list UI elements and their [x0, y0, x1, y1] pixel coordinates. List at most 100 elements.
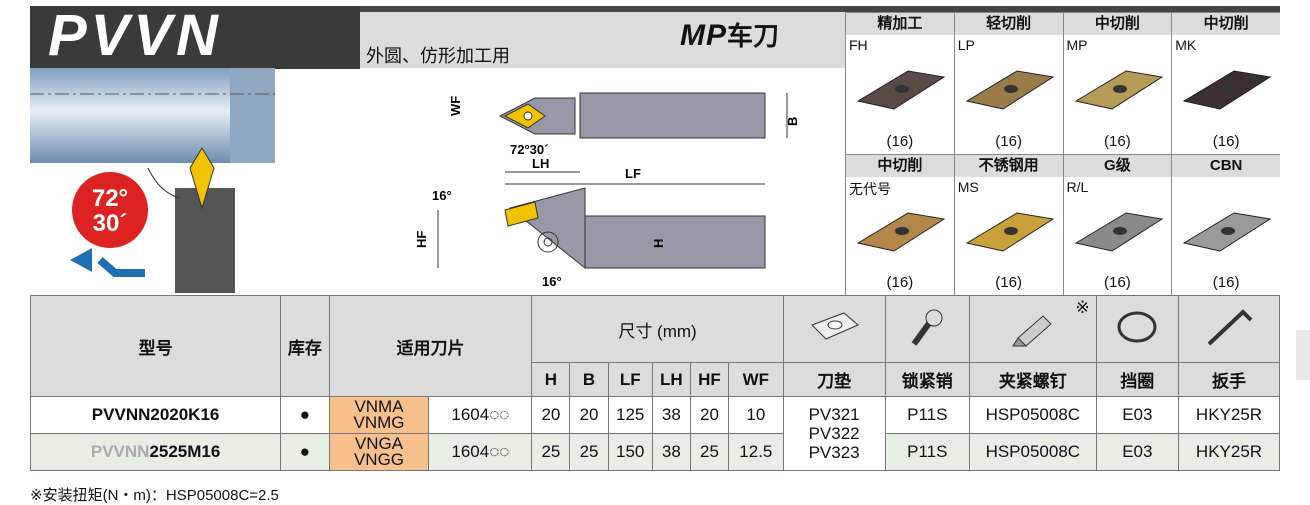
- wrench-icon: [1178, 295, 1280, 363]
- lf-cell: 150: [607, 433, 653, 471]
- series-title: PVVN: [30, 6, 360, 69]
- angle-badge-min: 30´: [93, 210, 128, 237]
- shim-cell: PV321 PV322 PV323: [782, 396, 886, 471]
- insert-qty: (16): [886, 274, 914, 291]
- angle-badge-deg: 72°: [92, 185, 128, 212]
- insert-image: [965, 211, 1055, 252]
- insert-qty: (16): [1212, 132, 1240, 150]
- col-lf: LF: [607, 362, 653, 397]
- insert-qty: (16): [1212, 274, 1240, 291]
- bottom-angle-label: 16°: [542, 274, 562, 289]
- insert-code: MK: [1175, 37, 1197, 53]
- insert-type-cell: VNMA VNMG: [328, 396, 430, 434]
- stock-cell: ●: [280, 433, 330, 471]
- insert-category: 精加工: [846, 13, 954, 35]
- insert-category: 中切削: [1063, 13, 1172, 35]
- top-angle-label: 16°: [432, 188, 452, 203]
- footnote: ※安装扭矩(N・m)：HSP05008C=2.5: [30, 487, 279, 504]
- lock-pin-icon: [884, 295, 971, 363]
- model-cell: PVVNN2525M16: [29, 433, 282, 471]
- shim-icon: [782, 295, 886, 363]
- dimension-diagram: WF B 72°30´ LH LF 16° HF H 16°: [360, 68, 845, 293]
- wf-cell: 10: [728, 396, 784, 434]
- insert-image: [965, 70, 1055, 110]
- insert-size-cell: 1604◌◌: [428, 396, 533, 434]
- col-ring: 挡圈: [1095, 362, 1180, 397]
- lock-pin-cell: P11S: [884, 396, 971, 434]
- insert-code: LP: [957, 37, 975, 53]
- insert-category: 中切削: [846, 154, 954, 177]
- note-mark: ※: [1075, 298, 1090, 317]
- col-wf: WF: [728, 362, 784, 397]
- hf-label: HF: [414, 231, 429, 248]
- insert-image: [856, 70, 946, 110]
- insert-cell: 轻切削 LP (16): [953, 12, 1063, 154]
- col-wrench: 扳手: [1178, 362, 1280, 397]
- lf-label: LF: [625, 166, 641, 181]
- model-suffix: 2525M16: [149, 442, 221, 461]
- wrench-cell: HKY25R: [1178, 396, 1280, 434]
- lock-pin-cell: P11S: [884, 433, 971, 471]
- hf-cell: 25: [689, 433, 730, 471]
- insert-qty: (16): [995, 132, 1022, 150]
- insert-image: [1182, 70, 1272, 110]
- clamp-screw-icon: ※: [969, 295, 1097, 363]
- hf-cell: 20: [689, 396, 730, 434]
- col-clamp-screw: 夹紧螺钉: [969, 362, 1097, 397]
- insert-image: [1074, 70, 1163, 110]
- insert-image: [1074, 211, 1163, 252]
- lh-cell: 38: [651, 396, 691, 434]
- col-stock: 库存: [280, 295, 330, 397]
- insert-cell: 精加工 FH (16): [845, 12, 954, 154]
- insert-category: G级: [1063, 154, 1172, 177]
- insert-cell: CBN(16): [1171, 153, 1280, 295]
- col-h: H: [531, 362, 571, 397]
- insert-cell: 中切削无代号 (16): [845, 153, 954, 295]
- insert-code: MS: [957, 178, 979, 195]
- model-cell: PVVNN2020K16: [29, 396, 282, 434]
- insert-code: FH: [849, 37, 868, 53]
- header-band: [360, 12, 845, 68]
- angle-label: 72°30´: [510, 142, 548, 157]
- table-row: PVVNN2525M16 ● VNGA VNGG 1604◌◌ 25 25 15…: [29, 433, 1280, 471]
- tool-type-label: 车刀: [727, 21, 780, 51]
- col-insert: 适用刀片: [328, 295, 533, 397]
- lh-label: LH: [532, 156, 549, 171]
- lh-cell: 38: [651, 433, 691, 471]
- b-cell: 20: [569, 396, 609, 434]
- col-b: B: [569, 362, 609, 397]
- insert-code: R/L: [1066, 178, 1089, 195]
- top-bar: [30, 6, 1280, 12]
- model-prefix: PVVNN: [90, 442, 150, 461]
- insert-qty: (16): [886, 132, 914, 150]
- stock-cell: ●: [280, 396, 330, 434]
- col-lock-pin: 锁紧销: [884, 362, 971, 397]
- side-tab: [1296, 330, 1310, 380]
- insert-type-cell: VNGA VNGG: [328, 433, 430, 471]
- table-row: PVVNN2020K16 ● VNMA VNMG 1604◌◌ 20 20 12…: [29, 396, 1280, 471]
- insert-image: [1182, 211, 1272, 252]
- h-cell: 25: [531, 433, 571, 471]
- tool-illustration: 72° 30´: [30, 68, 275, 293]
- col-hf: HF: [689, 362, 730, 397]
- insert-image: [856, 211, 946, 252]
- clamp-screw-cell: HSP05008C: [969, 396, 1097, 434]
- insert-size-cell: 1604◌◌: [428, 433, 533, 471]
- mp-label: MP: [680, 19, 727, 52]
- insert-qty: (16): [1104, 274, 1131, 291]
- spec-table: 型号 库存 适用刀片 尺寸 (mm) ※ H B LF LH HF WF 刀垫 …: [29, 295, 1280, 471]
- wf-cell: 12.5: [728, 433, 784, 471]
- subtitle: 外圆、仿形加工用: [366, 46, 510, 66]
- b-label: B: [785, 117, 800, 126]
- ring-cell: E03: [1095, 396, 1180, 434]
- insert-category: 不锈钢用: [954, 154, 1063, 177]
- b-cell: 25: [569, 433, 609, 471]
- insert-qty: (16): [995, 274, 1022, 291]
- wf-label: WF: [448, 96, 463, 116]
- insert-category: 轻切削: [954, 13, 1063, 35]
- insert-code: 无代号: [849, 180, 891, 197]
